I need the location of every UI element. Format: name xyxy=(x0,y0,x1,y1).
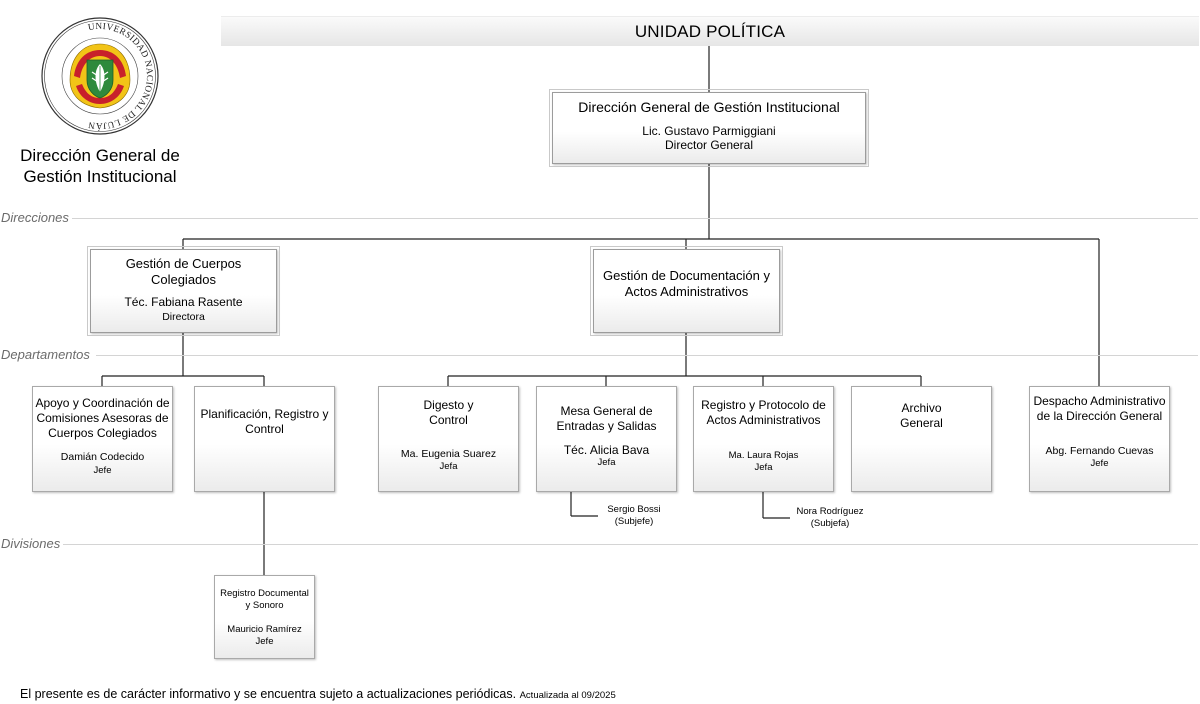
box-despacho-administrativo: Despacho Administrativo de la Dirección … xyxy=(1029,386,1170,492)
box-cuerpos-title-2: Colegiados xyxy=(150,272,217,287)
box-planificacion-title-2: Control xyxy=(245,422,284,436)
box-cuerpos-name: Téc. Fabiana Rasente xyxy=(124,295,243,309)
subjefe-mesa-name: Sergio Bossi xyxy=(607,504,661,515)
box-mesa-role: Jefa xyxy=(597,457,616,468)
box-mesa-general: Mesa General de Entradas y Salidas Téc. … xyxy=(536,386,677,492)
box-registro-documental-title-1: Registro Documental xyxy=(220,588,309,599)
box-cuerpos-title-1: Gestión de Cuerpos xyxy=(125,256,242,271)
subjefe-mesa: Sergio Bossi (Subjefe) xyxy=(594,504,674,528)
box-direccion-general-name: Lic. Gustavo Parmiggiani xyxy=(642,124,776,138)
level-label-departamentos: Departamentos xyxy=(1,347,93,362)
divisiones-guide-line xyxy=(62,544,1198,545)
box-registro-documental-title-2: y Sonoro xyxy=(245,600,284,611)
box-planificacion-registro: Planificación, Registro y Control xyxy=(194,386,335,492)
box-registro-title-2: Actos Administrativos xyxy=(706,413,821,427)
box-registro-protocolo: Registro y Protocolo de Actos Administra… xyxy=(693,386,834,492)
box-archivo-title-2: General xyxy=(900,416,943,430)
subjefe-registro-name: Nora Rodríguez xyxy=(796,506,864,517)
box-archivo-title-1: Archivo xyxy=(901,401,942,415)
departamentos-guide-line xyxy=(96,355,1198,356)
box-apoyo-title-3: Cuerpos Colegiados xyxy=(48,426,157,440)
unit-title-line-1: Dirección General de xyxy=(20,146,180,165)
box-cuerpos-role: Directora xyxy=(162,311,205,323)
box-planificacion-title-1: Planificación, Registro y xyxy=(200,407,329,421)
banner-title: UNIDAD POLÍTICA xyxy=(634,21,786,41)
box-registro-name: Ma. Laura Rojas xyxy=(728,450,799,461)
box-mesa-title-1: Mesa General de xyxy=(560,404,653,418)
box-gestion-documentacion: Gestión de Documentación y Actos Adminis… xyxy=(590,246,783,336)
box-apoyo-name: Damián Codecido xyxy=(60,451,145,463)
level-label-direcciones: Direcciones xyxy=(1,210,72,225)
box-registro-title-1: Registro y Protocolo de xyxy=(701,398,826,412)
box-digesto-role: Jefa xyxy=(439,461,458,472)
box-digesto-title-1: Digesto y xyxy=(423,398,474,412)
box-registro-role: Jefa xyxy=(754,462,773,473)
political-unit-banner: UNIDAD POLÍTICA xyxy=(221,16,1199,46)
box-despacho-role: Jefe xyxy=(1090,458,1109,469)
university-seal: UNIVERSIDAD NACIONAL DE LUJÁN xyxy=(40,16,160,136)
unit-title: Dirección General de Gestión Institucion… xyxy=(0,145,200,187)
footer-note: El presente es de carácter informativo y… xyxy=(20,687,616,701)
box-registro-documental: Registro Documental y Sonoro Mauricio Ra… xyxy=(214,575,315,659)
box-digesto-title-2: Control xyxy=(429,413,468,427)
box-apoyo-title-1: Apoyo y Coordinación de xyxy=(35,396,170,410)
subjefe-registro: Nora Rodríguez (Subjefa) xyxy=(784,506,876,530)
direcciones-guide-line xyxy=(72,218,1198,219)
box-digesto-name: Ma. Eugenia Suarez xyxy=(400,448,497,460)
box-mesa-title-2: Entradas y Salidas xyxy=(556,419,657,433)
box-apoyo-coordinacion: Apoyo y Coordinación de Comisiones Aseso… xyxy=(32,386,173,492)
box-apoyo-title-2: Comisiones Asesoras de xyxy=(36,411,169,425)
box-despacho-title-1: Despacho Administrativo xyxy=(1033,394,1166,408)
level-label-divisiones: Divisiones xyxy=(1,536,64,551)
box-documentacion-title-2: Actos Administrativos xyxy=(624,284,749,299)
box-despacho-name: Abg. Fernando Cuevas xyxy=(1045,445,1154,457)
box-direccion-general: Dirección General de Gestión Institucion… xyxy=(549,89,869,167)
box-archivo-general: Archivo General xyxy=(851,386,992,492)
university-seal-emblem: UNIVERSIDAD NACIONAL DE LUJÁN xyxy=(41,17,159,135)
box-apoyo-role: Jefe xyxy=(93,465,112,476)
box-digesto-control: Digesto y Control Ma. Eugenia Suarez Jef… xyxy=(378,386,519,492)
unit-title-line-2: Gestión Institucional xyxy=(23,167,177,186)
box-documentacion-title-1: Gestión de Documentación y xyxy=(603,268,770,283)
subjefe-mesa-role: (Subjefe) xyxy=(614,516,654,527)
subjefe-registro-role: (Subjefa) xyxy=(810,518,850,529)
box-gestion-cuerpos-colegiados: Gestión de Cuerpos Colegiados Téc. Fabia… xyxy=(87,246,280,336)
box-mesa-name: Téc. Alicia Bava xyxy=(563,443,650,457)
box-registro-documental-role: Jefe xyxy=(255,636,274,647)
box-registro-documental-name: Mauricio Ramírez xyxy=(227,624,302,635)
footer-disclaimer: El presente es de carácter informativo y… xyxy=(20,687,517,701)
box-direccion-general-title: Dirección General de Gestión Institucion… xyxy=(578,99,840,115)
footer-updated-date: Actualizada al 09/2025 xyxy=(519,690,616,701)
box-direccion-general-role: Director General xyxy=(664,138,754,152)
box-despacho-title-2: de la Dirección General xyxy=(1036,409,1163,423)
